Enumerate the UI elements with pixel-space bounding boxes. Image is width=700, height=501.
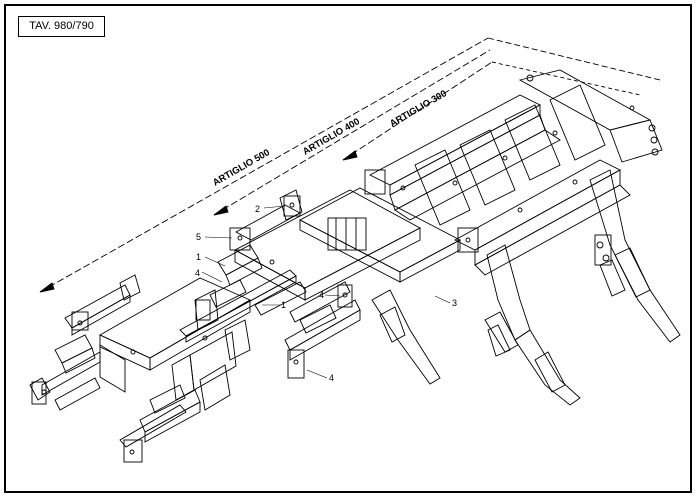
dimension-label-artiglio-500: ARTIGLIO 500 [211,147,272,188]
part-number-4b: 4 [319,290,324,300]
part-number-5: 5 [196,232,201,242]
part-number-4: 4 [195,268,200,278]
frame-artiglio-500 [29,269,297,463]
part-number-1: 1 [196,252,201,262]
part-number-2: 2 [255,204,260,214]
part-number-4c: 4 [329,373,334,383]
dimension-label-artiglio-400: ARTIGLIO 400 [301,116,362,157]
frame-artiglio-300 [299,69,663,283]
part-number-1b: 1 [281,300,286,310]
drawing-frame [4,4,692,493]
frame-artiglio-400 [194,189,421,379]
part-number-3: 3 [452,298,457,308]
shanks [371,169,681,406]
dimension-label-artiglio-300: ARTIGLIO 300 [388,88,449,129]
dimension-lines [39,37,661,293]
leader-lines [201,205,451,379]
table-label: TAV. 980/790 [18,16,105,37]
